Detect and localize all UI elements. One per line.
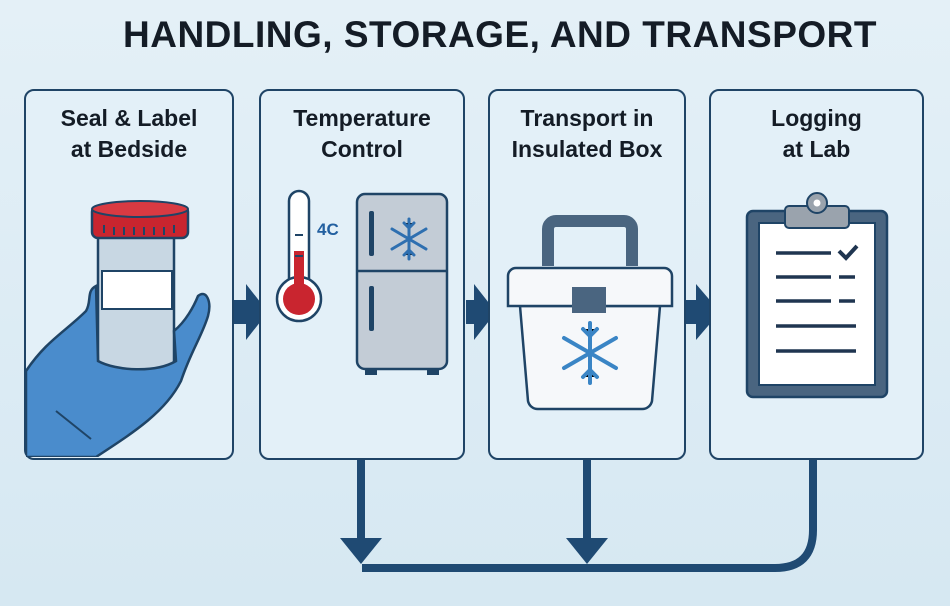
arrow-2-3 xyxy=(466,284,496,340)
gloved-hand-specimen-jar-icon xyxy=(26,200,211,457)
diagram-title: HANDLING, STORAGE, AND TRANSPORT xyxy=(123,14,877,55)
return-line xyxy=(362,460,817,572)
refrigerator-icon xyxy=(355,192,449,375)
down-arrow-3 xyxy=(566,538,608,564)
temperature-label: 4C xyxy=(317,220,339,239)
thermometer-refrigerator-icon xyxy=(275,189,449,375)
arrow-1-2 xyxy=(234,284,268,340)
clipboard-checklist-icon xyxy=(745,192,889,399)
arrow-3-4 xyxy=(686,284,720,340)
insulated-cooler-box-icon xyxy=(506,215,674,411)
thermometer-icon xyxy=(275,189,323,323)
down-arrow-2 xyxy=(340,538,382,564)
